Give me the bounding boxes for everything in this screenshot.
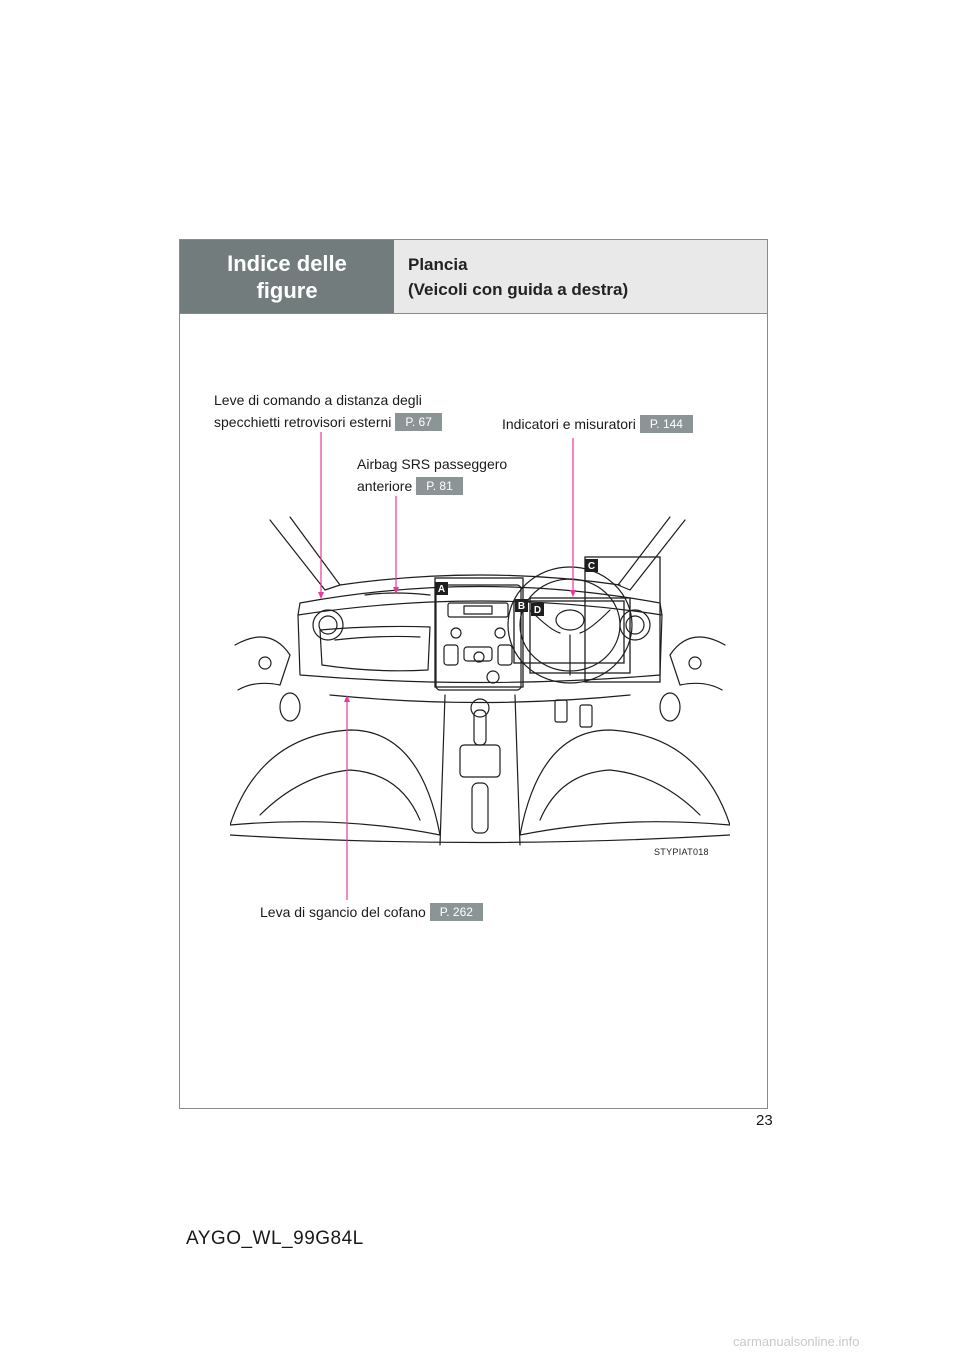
- svg-text:B: B: [518, 601, 525, 612]
- gauges-label: Indicatori e misuratori: [502, 416, 636, 432]
- page-number: 23: [756, 1112, 773, 1129]
- section-title-line2: (Veicoli con guida a destra): [408, 280, 629, 299]
- watermark: carmanualsonline.info: [733, 1334, 860, 1349]
- detail-box-d: [529, 597, 631, 674]
- page-frame: Indice delle figure Plancia (Veicoli con…: [179, 239, 768, 1109]
- gauges-page-ref[interactable]: P. 144: [639, 415, 693, 433]
- chapter-tab: Indice delle figure: [180, 240, 394, 313]
- airbag-page-ref[interactable]: P. 81: [416, 477, 463, 495]
- mirrors-callout: Leve di comando a distanza degli specchi…: [214, 389, 442, 433]
- hood-page-ref[interactable]: P. 262: [429, 903, 483, 921]
- detail-box-c: [584, 556, 661, 683]
- svg-text:A: A: [438, 584, 445, 595]
- document-code: AYGO_WL_99G84L: [186, 1228, 364, 1249]
- airbag-label-line1: Airbag SRS passeggero: [357, 456, 508, 472]
- mirrors-page-ref[interactable]: P. 67: [395, 413, 442, 431]
- marker-d: D: [531, 603, 544, 616]
- dashboard-illustration: A B D C: [230, 516, 730, 846]
- detail-box-a: [434, 577, 524, 688]
- marker-a: A: [435, 582, 448, 595]
- svg-text:C: C: [588, 561, 595, 572]
- svg-text:D: D: [534, 605, 541, 616]
- figure-code: STYPIAT018: [654, 847, 709, 857]
- marker-c: C: [585, 559, 598, 572]
- section-title-line1: Plancia: [408, 255, 468, 274]
- marker-b: B: [515, 599, 528, 612]
- detail-box-b: [513, 600, 625, 664]
- section-title: Plancia (Veicoli con guida a destra): [394, 240, 767, 313]
- page-header: Indice delle figure Plancia (Veicoli con…: [180, 240, 767, 314]
- hood-label: Leva di sgancio del cofano: [260, 904, 426, 920]
- mirrors-label-line1: Leve di comando a distanza degli: [214, 392, 422, 408]
